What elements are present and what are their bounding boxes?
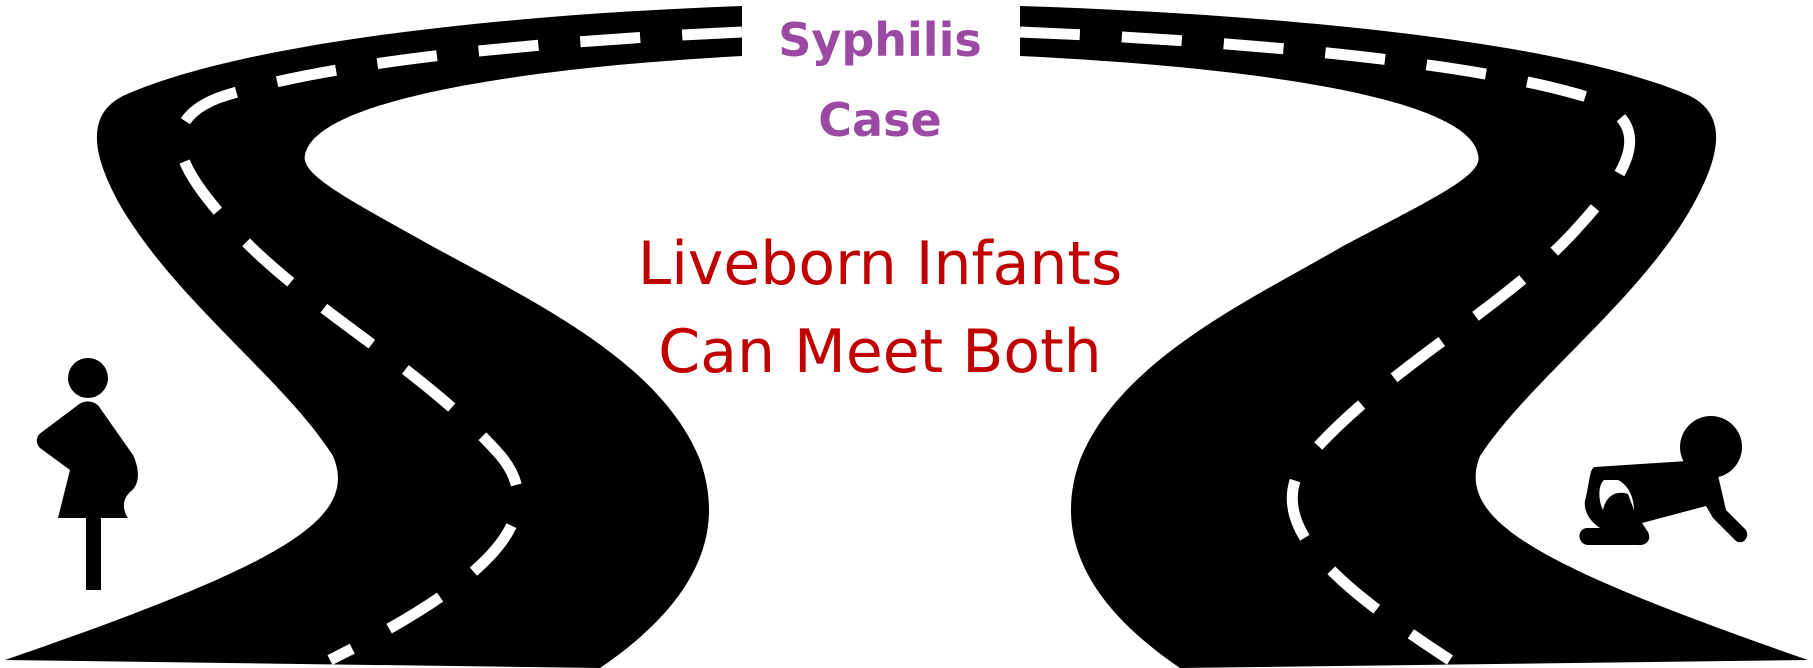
case-title-line1: Syphilis — [760, 0, 1000, 80]
crawling-baby-icon — [1579, 416, 1747, 545]
center-caption-line1: Liveborn Infants — [600, 220, 1160, 308]
pregnant-woman-icon — [37, 358, 138, 590]
center-caption-line2: Can Meet Both — [600, 308, 1160, 396]
case-title-line2: Case — [760, 80, 1000, 160]
case-title: Syphilis Case — [760, 0, 1000, 160]
center-caption: Liveborn Infants Can Meet Both — [600, 220, 1160, 396]
